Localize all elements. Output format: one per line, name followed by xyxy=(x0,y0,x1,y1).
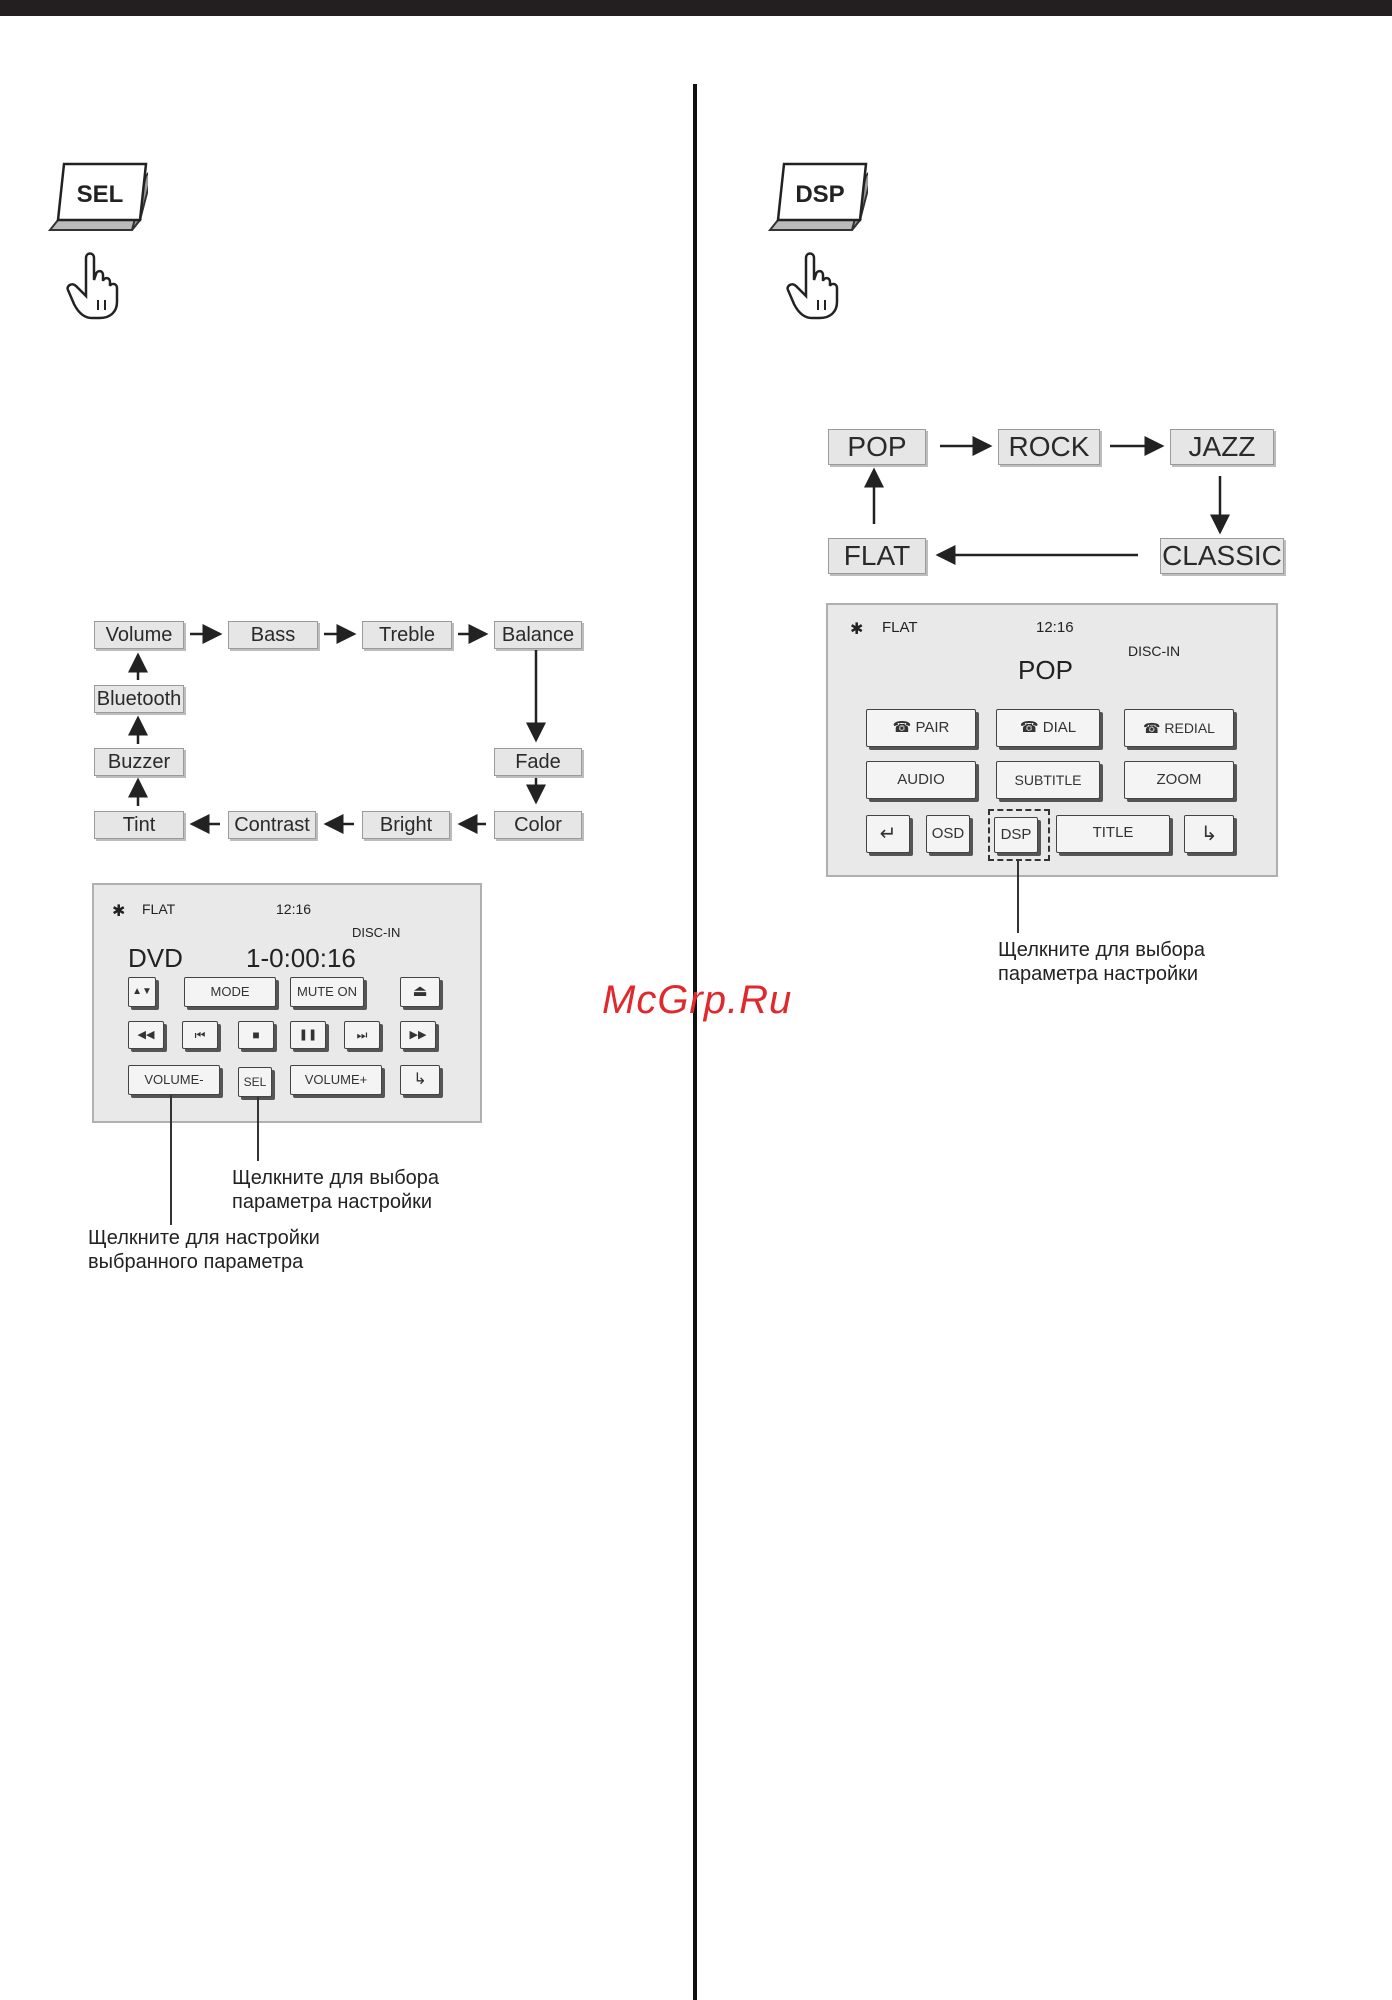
top-bar xyxy=(0,0,1392,16)
flow-contrast: Contrast xyxy=(228,811,316,839)
callout-sel-line1: Щелкните для выбора xyxy=(232,1167,440,1189)
phone-dial-icon: ☎ xyxy=(1019,719,1043,736)
flow-tint: Tint xyxy=(94,811,184,839)
flow-color: Color xyxy=(494,811,582,839)
pair-label: PAIR xyxy=(915,719,950,736)
prev-button[interactable]: ⏮ xyxy=(182,1021,218,1049)
sel-key-label: SEL xyxy=(77,181,124,208)
sel-button[interactable]: SEL xyxy=(238,1067,272,1097)
dial-label: DIAL xyxy=(1042,719,1077,736)
mode-button[interactable]: MODE xyxy=(184,977,276,1007)
bluetooth-screen: ✱ FLAT 12:16 DISC-IN POP ☎ PAIR ☎ DIAL ☎… xyxy=(826,603,1278,877)
back-button[interactable]: ↵ xyxy=(866,815,910,853)
dsp-highlight-box xyxy=(988,809,1050,861)
flow-classic: CLASSIC xyxy=(1160,538,1284,574)
dsp-key-label: DSP xyxy=(795,181,844,208)
flow-flat: FLAT xyxy=(828,538,926,574)
pause-button[interactable]: ❚❚ xyxy=(290,1021,326,1049)
callout-line-dsp xyxy=(1017,861,1019,933)
fast-forward-button[interactable]: ▶▶ xyxy=(400,1021,436,1049)
sel-key-icon: SEL xyxy=(47,162,148,231)
redial-label: REDIAL xyxy=(1164,720,1215,736)
watermark: McGrp.Ru xyxy=(602,978,793,1022)
bluetooth-icon: ✱ xyxy=(850,621,864,638)
flow-treble: Treble xyxy=(362,621,452,649)
mute-button[interactable]: MUTE ON xyxy=(290,977,364,1007)
redial-button[interactable]: ☎ REDIAL xyxy=(1124,709,1234,747)
clock: 12:16 xyxy=(276,901,312,917)
dsp-key-icon: DSP xyxy=(767,162,868,231)
flow-bright: Bright xyxy=(362,811,450,839)
callout-line-volume xyxy=(170,1095,172,1225)
hand-pointer-icon xyxy=(66,252,119,320)
flow-rock: ROCK xyxy=(998,429,1100,465)
callout-line-sel xyxy=(257,1097,259,1161)
callout-volume: Щелкните для настройки выбранного параме… xyxy=(88,1226,320,1274)
audio-button[interactable]: AUDIO xyxy=(866,761,976,799)
return-button[interactable]: ↳ xyxy=(1184,815,1234,853)
flow-fade: Fade xyxy=(494,748,582,776)
stop-button[interactable]: ■ xyxy=(238,1021,274,1049)
dial-button[interactable]: ☎ DIAL xyxy=(996,709,1100,747)
rewind-button[interactable]: ◀◀ xyxy=(128,1021,164,1049)
subtitle-button[interactable]: SUBTITLE xyxy=(996,761,1100,799)
disc-status: DISC-IN xyxy=(1128,643,1181,659)
hand-pointer-icon xyxy=(786,252,839,320)
callout-dsp-line1: Щелкните для выбора xyxy=(998,939,1206,961)
flow-jazz: JAZZ xyxy=(1170,429,1274,465)
up-down-button[interactable]: ▲▼ xyxy=(128,977,156,1007)
dvd-screen: ✱ FLAT 12:16 DISC-IN DVD 1-0:00:16 ▲▼ MO… xyxy=(92,883,482,1123)
callout-dsp-line2: параметра настройки xyxy=(998,963,1199,985)
dsp-mode-display: POP xyxy=(1018,655,1073,685)
phone-redial-icon: ☎ xyxy=(1143,720,1165,736)
pair-button[interactable]: ☎ PAIR xyxy=(866,709,976,747)
zoom-button[interactable]: ZOOM xyxy=(1124,761,1234,799)
sel-flow-arrows xyxy=(128,624,546,834)
title-button[interactable]: TITLE xyxy=(1056,815,1170,853)
next-button[interactable]: ⏭ xyxy=(344,1021,380,1049)
flow-bluetooth: Bluetooth xyxy=(94,685,184,713)
volume-plus-button[interactable]: VOLUME+ xyxy=(290,1065,382,1095)
clock: 12:16 xyxy=(1036,619,1074,636)
dsp-flow-arrows xyxy=(864,436,1230,565)
track-time: 1-0:00:16 xyxy=(246,943,356,973)
flow-pop: POP xyxy=(828,429,926,465)
return-button[interactable]: ↳ xyxy=(400,1065,440,1095)
phone-pair-icon: ☎ xyxy=(892,719,916,736)
flow-balance: Balance xyxy=(494,621,582,649)
disc-status: DISC-IN xyxy=(352,925,401,940)
eject-button[interactable]: ⏏ xyxy=(400,977,440,1007)
eq-mode: FLAT xyxy=(882,619,918,636)
source-label: DVD xyxy=(128,943,183,973)
bluetooth-icon: ✱ xyxy=(112,903,126,920)
flow-buzzer: Buzzer xyxy=(94,748,184,776)
callout-sel: Щелкните для выбора параметра настройки xyxy=(232,1166,439,1214)
callout-dsp: Щелкните для выбора параметра настройки xyxy=(998,938,1205,986)
flow-bass: Bass xyxy=(228,621,318,649)
callout-volume-line2: выбранного параметра xyxy=(88,1251,304,1273)
osd-button[interactable]: OSD xyxy=(926,815,970,853)
flow-volume: Volume xyxy=(94,621,184,649)
volume-minus-button[interactable]: VOLUME- xyxy=(128,1065,220,1095)
column-divider xyxy=(693,84,697,2000)
callout-volume-line1: Щелкните для настройки xyxy=(88,1227,320,1249)
eq-mode: FLAT xyxy=(142,901,176,917)
callout-sel-line2: параметра настройки xyxy=(232,1191,433,1213)
dsp-button[interactable]: DSP xyxy=(994,817,1038,853)
